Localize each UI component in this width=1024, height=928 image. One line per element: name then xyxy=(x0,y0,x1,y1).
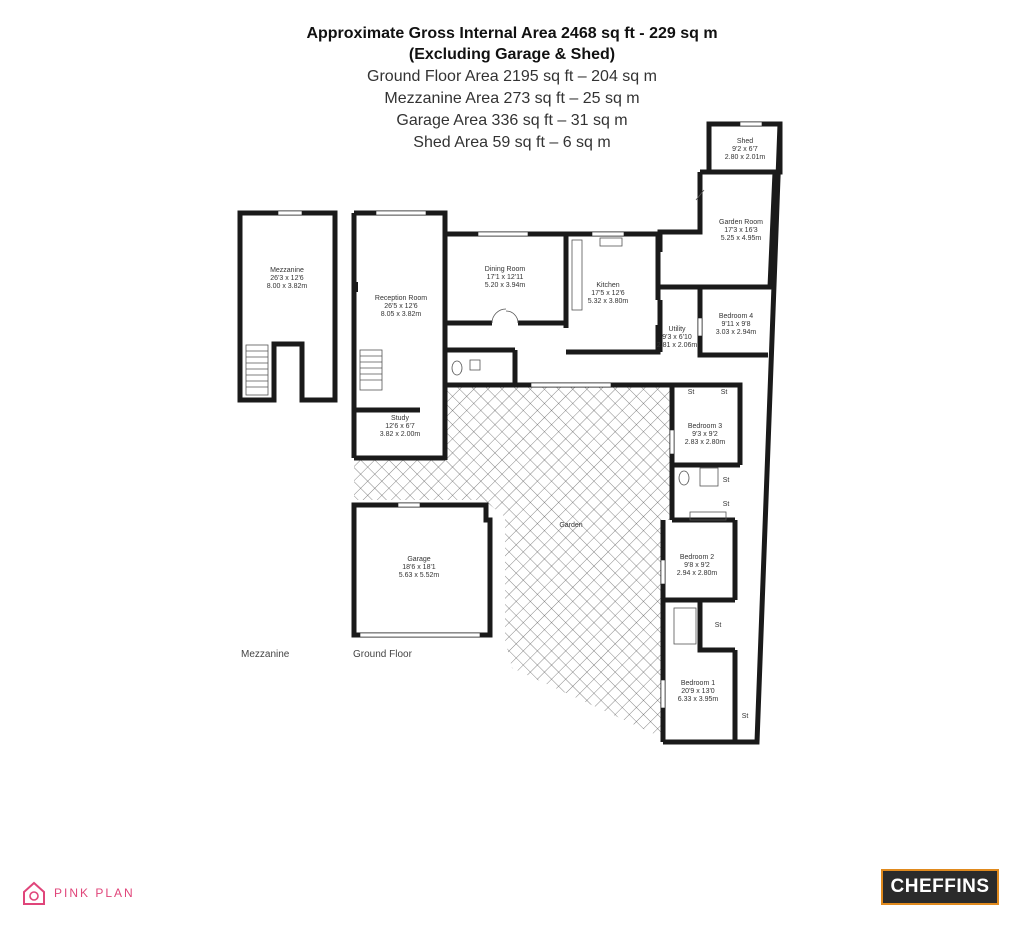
bedroom2-window xyxy=(660,559,666,585)
ground-floor-caption: Ground Floor xyxy=(353,649,412,660)
bedroom3-window xyxy=(669,429,675,455)
reception-imperial: 26'5 x 12'6 xyxy=(384,303,418,310)
storage-label-5: St xyxy=(715,622,722,629)
bathroom-fixtures xyxy=(673,467,727,645)
pink-plan-text: PINK PLAN xyxy=(54,886,135,900)
utility-metric: 2.81 x 2.06m xyxy=(657,342,698,349)
bedroom2-metric: 2.94 x 2.80m xyxy=(677,570,718,577)
bedroom1-imperial: 20'9 x 13'0 xyxy=(681,688,715,695)
storage-label-2: St xyxy=(721,389,728,396)
mezzanine-caption: Mezzanine xyxy=(241,649,290,660)
bedroom4-metric: 3.03 x 2.94m xyxy=(716,329,757,336)
garage-window xyxy=(397,502,421,508)
mezzanine-window xyxy=(277,210,303,216)
ground-floor-area: Ground Floor Area 2195 sq ft – 204 sq m xyxy=(367,68,657,85)
kitchen-label: Kitchen xyxy=(596,282,619,289)
study-label: Study xyxy=(391,415,409,422)
garage-door xyxy=(359,632,481,638)
bedroom1-label: Bedroom 1 xyxy=(681,680,715,687)
area-title: Approximate Gross Internal Area 2468 sq … xyxy=(306,25,718,42)
garden-room-imperial: 17'3 x 16'3 xyxy=(724,227,758,234)
shed-area: Shed Area 59 sq ft – 6 sq m xyxy=(413,134,611,151)
cheffins-logo: CHEFFINS xyxy=(881,869,999,905)
garage-imperial: 18'6 x 18'1 xyxy=(402,564,436,571)
storage-label-6: St xyxy=(742,713,749,720)
utility-label: Utility xyxy=(668,326,686,333)
bedroom2-label: Bedroom 2 xyxy=(680,554,714,561)
reception-label: Reception Room xyxy=(375,295,427,302)
kitchen-sink xyxy=(599,237,623,247)
garden-label: Garden xyxy=(559,522,582,529)
shed-imperial: 9'2 x 6'7 xyxy=(732,146,758,153)
garage-label: Garage xyxy=(407,556,430,563)
storage-label-1: St xyxy=(688,389,695,396)
dining-metric: 5.20 x 3.94m xyxy=(485,282,526,289)
bedroom4-door-gap xyxy=(697,317,703,337)
bedroom3-imperial: 9'3 x 9'2 xyxy=(692,431,718,438)
mezzanine-label: Mezzanine xyxy=(270,267,304,274)
garage-metric: 5.63 x 5.52m xyxy=(399,572,440,579)
dining-window xyxy=(477,231,529,237)
bedroom4-imperial: 9'11 x 9'8 xyxy=(721,321,750,328)
garden-room-label: Garden Room xyxy=(719,219,763,226)
hall-window xyxy=(530,382,612,388)
garden-room-metric: 5.25 x 4.95m xyxy=(721,235,762,242)
shed-window xyxy=(739,121,763,127)
room-labels: Mezzanine 26'3 x 12'6 8.00 x 3.82m Recep… xyxy=(267,138,766,720)
house-icon xyxy=(23,881,45,905)
bedroom3-label: Bedroom 3 xyxy=(688,423,722,430)
dining-imperial: 17'1 x 12'11 xyxy=(487,274,524,281)
dining-label: Dining Room xyxy=(485,266,526,273)
garage-walls xyxy=(351,502,493,638)
shed-metric: 2.80 x 2.01m xyxy=(725,154,766,161)
mezzanine-plan xyxy=(237,210,338,403)
garden-room-door xyxy=(695,189,705,201)
bedroom4-walls xyxy=(657,284,768,358)
garden-room-walls xyxy=(657,169,778,290)
kitchen-metric: 5.32 x 3.80m xyxy=(588,298,629,305)
reception-walls xyxy=(351,210,448,461)
mezzanine-stairs xyxy=(245,344,269,396)
garden-area xyxy=(354,385,672,738)
dining-walls xyxy=(445,231,569,328)
east-wall xyxy=(663,123,783,745)
bedroom3-metric: 2.83 x 2.80m xyxy=(685,439,726,446)
kitchen-window xyxy=(591,231,625,237)
kitchen-imperial: 17'5 x 12'6 xyxy=(591,290,625,297)
bedroom4-label: Bedroom 4 xyxy=(719,313,753,320)
storage-label-3: St xyxy=(723,477,730,484)
bedroom1-window xyxy=(660,679,666,709)
shed-label: Shed xyxy=(737,138,753,145)
dining-door xyxy=(491,308,519,324)
bedroom2-imperial: 9'8 x 9'2 xyxy=(684,562,710,569)
mezzanine-imperial: 26'3 x 12'6 xyxy=(270,275,304,282)
pink-plan-logo: PINK PLAN xyxy=(22,880,135,906)
mezzanine-area: Mezzanine Area 273 sq ft – 25 sq m xyxy=(384,90,640,107)
utility-imperial: 9'3 x 6'10 xyxy=(662,334,692,341)
wc-fixtures xyxy=(451,359,481,376)
hall-walls xyxy=(445,347,672,388)
fireplace xyxy=(352,282,358,292)
reception-stairs xyxy=(359,349,383,391)
kitchen-counter xyxy=(571,239,583,311)
garage-area: Garage Area 336 sq ft – 31 sq m xyxy=(396,112,628,129)
study-imperial: 12'6 x 6'7 xyxy=(385,423,415,430)
reception-metric: 8.05 x 3.82m xyxy=(381,311,422,318)
study-metric: 3.82 x 2.00m xyxy=(380,431,421,438)
mezzanine-metric: 8.00 x 3.82m xyxy=(267,283,308,290)
area-subtitle: (Excluding Garage & Shed) xyxy=(408,46,616,63)
storage-label-4: St xyxy=(723,501,730,508)
reception-window xyxy=(375,210,427,216)
bedroom1-metric: 6.33 x 3.95m xyxy=(678,696,719,703)
